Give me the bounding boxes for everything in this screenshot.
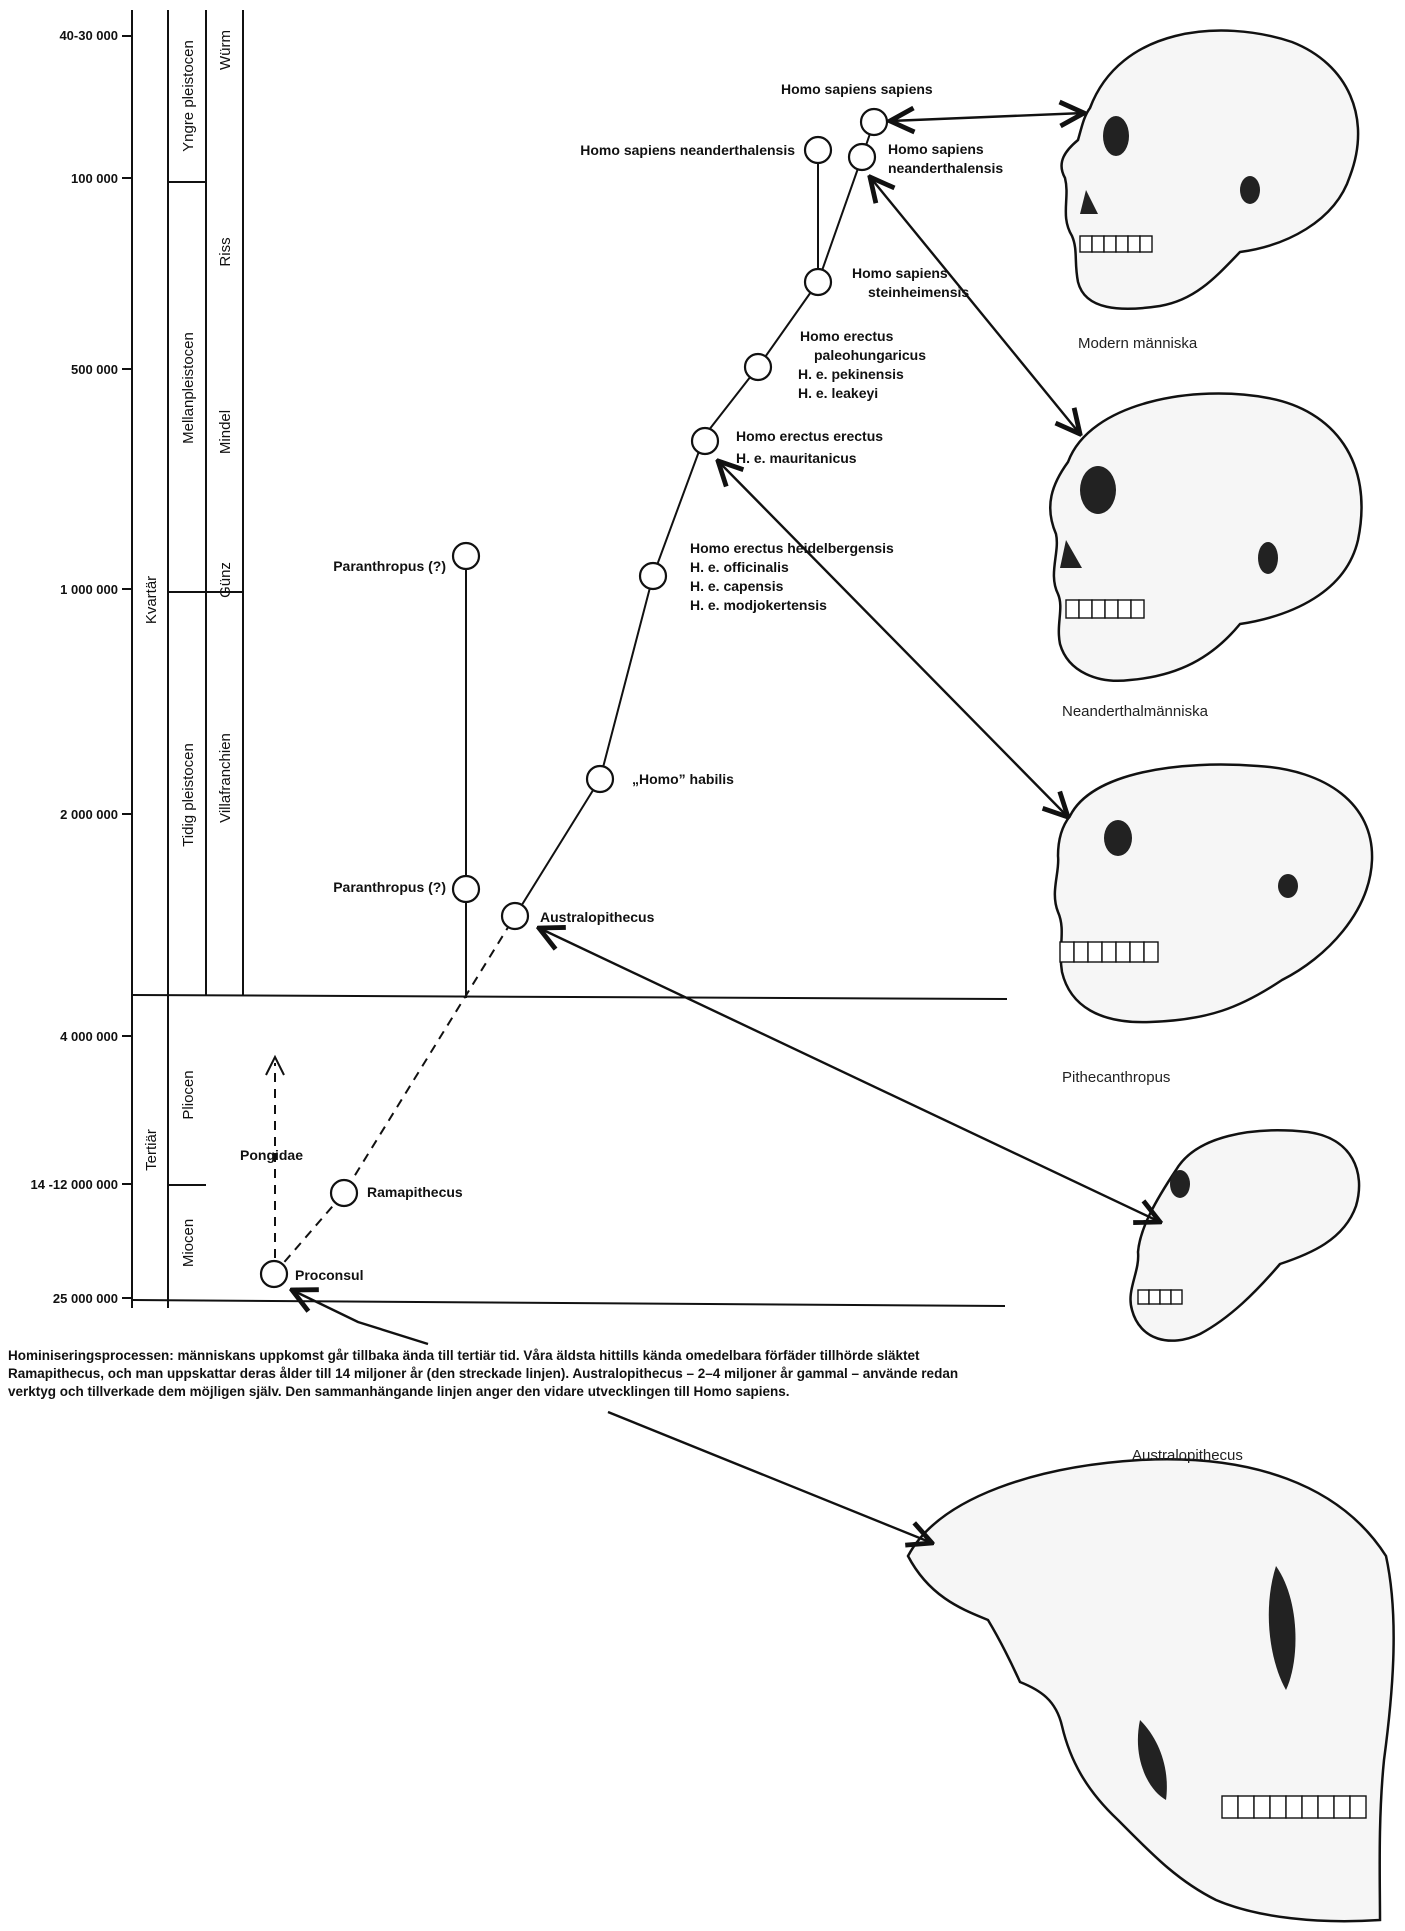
arrow-neanderthal xyxy=(870,177,1080,434)
connector-arrows xyxy=(292,113,1160,1543)
teeth xyxy=(1066,600,1144,618)
tick-label: 25 000 000 xyxy=(53,1291,118,1306)
timescale-names: Kvartär Tertiär Yngre pleistocen Mellanp… xyxy=(143,30,234,1267)
stage-gunz: Günz xyxy=(217,562,234,598)
figure-caption: Hominiseringsprocessen: människans uppko… xyxy=(8,1347,1008,1401)
tick-label: 14 -12 000 000 xyxy=(31,1177,118,1192)
node-australopithecus xyxy=(502,903,528,929)
lineage-nodes xyxy=(261,109,887,1287)
epoch-mellanpleistocen: Mellanpleistocen xyxy=(180,332,197,444)
label-neanderthalmanniska: Neanderthalmänniska xyxy=(1062,703,1209,720)
teeth xyxy=(1138,1290,1182,1304)
node-erectus-erectus xyxy=(692,428,718,454)
label-heidelbergensis-4: H. e. modjokertensis xyxy=(690,597,827,613)
timescale-columns xyxy=(132,10,1007,1308)
stage-villafranchien: Villafranchien xyxy=(217,733,234,823)
label-australopithecus-skull: Australopithecus xyxy=(1132,1447,1243,1464)
quaternary-boundary xyxy=(132,995,1007,999)
label-steinheimensis-2: steinheimensis xyxy=(868,284,969,300)
label-neanderthalensis-right-1: Homo sapiens xyxy=(888,141,984,157)
label-modern-manniska: Modern människa xyxy=(1078,335,1198,352)
teeth xyxy=(1060,942,1158,962)
node-homo-habilis xyxy=(587,766,613,792)
node-ramapithecus xyxy=(331,1180,357,1206)
dashed-ancestry-line xyxy=(274,916,515,1274)
label-heidelbergensis-1: Homo erectus heidelbergensis xyxy=(690,540,894,556)
skull-australopithecus-large xyxy=(908,1459,1394,1921)
epoch-yngre-pleistocen: Yngre pleistocen xyxy=(180,40,197,152)
lineage-lines xyxy=(266,122,874,1274)
tick-label: 500 000 xyxy=(71,362,118,377)
label-paranthropus-upper: Paranthropus (?) xyxy=(333,558,446,574)
label-heidelbergensis-3: H. e. capensis xyxy=(690,578,784,594)
label-proconsul: Proconsul xyxy=(295,1267,363,1283)
label-paranthropus-lower: Paranthropus (?) xyxy=(333,879,446,895)
arrow-modern xyxy=(890,113,1084,121)
label-erectus-erectus-1: Homo erectus erectus xyxy=(736,428,883,444)
teeth xyxy=(1222,1796,1366,1818)
epoch-miocen: Miocen xyxy=(180,1219,197,1267)
skull-modern xyxy=(1062,31,1359,309)
label-neanderthalensis-right-2: neanderthalensis xyxy=(888,160,1003,176)
node-paranthropus-upper xyxy=(453,543,479,569)
label-paleohungaricus-4: H. e. leakeyi xyxy=(798,385,878,401)
tick-label: 4 000 000 xyxy=(60,1029,118,1044)
node-neanderthalensis-right xyxy=(849,144,875,170)
timescale-tick-labels: 40-30 000 100 000 500 000 1 000 000 2 00… xyxy=(31,28,118,1306)
stage-mindel: Mindel xyxy=(217,410,234,454)
label-paleohungaricus-1: Homo erectus xyxy=(800,328,894,344)
arrow-caption-skull xyxy=(608,1412,932,1543)
label-pongidae: Pongidae xyxy=(240,1147,303,1163)
label-homo-habilis: „Homo” habilis xyxy=(632,771,734,787)
node-erectus-heidelbergensis xyxy=(640,563,666,589)
base-line xyxy=(132,1300,1005,1306)
arrow-proconsul xyxy=(292,1290,428,1344)
node-homo-sapiens-sapiens xyxy=(861,109,887,135)
epoch-pliocen: Pliocen xyxy=(180,1070,197,1119)
epoch-tidig-pleistocen: Tidig pleistocen xyxy=(180,743,197,847)
node-proconsul xyxy=(261,1261,287,1287)
tick-label: 40-30 000 xyxy=(59,28,118,43)
skull-pithecanthropus xyxy=(1055,765,1372,1023)
label-heidelbergensis-2: H. e. officinalis xyxy=(690,559,789,575)
label-ramapithecus: Ramapithecus xyxy=(367,1184,463,1200)
tick-label: 100 000 xyxy=(71,171,118,186)
timescale-ticks xyxy=(122,36,132,1298)
label-neanderthalensis-left: Homo sapiens neanderthalensis xyxy=(580,142,795,158)
stage-riss: Riss xyxy=(217,237,234,266)
node-steinheimensis xyxy=(805,269,831,295)
node-paranthropus-lower xyxy=(453,876,479,902)
tick-label: 2 000 000 xyxy=(60,807,118,822)
label-paleohungaricus-2: paleohungaricus xyxy=(814,347,926,363)
label-homo-sapiens-sapiens: Homo sapiens sapiens xyxy=(781,81,933,97)
label-pithecanthropus: Pithecanthropus xyxy=(1062,1069,1170,1086)
arrow-pithecanthropus xyxy=(718,461,1068,817)
skull-neanderthal xyxy=(1050,394,1361,681)
node-neanderthalensis-left xyxy=(805,137,831,163)
period-kvartar: Kvartär xyxy=(143,576,160,624)
stage-wurm: Würm xyxy=(217,30,234,70)
label-erectus-erectus-2: H. e. mauritanicus xyxy=(736,450,857,466)
main-lineage-line xyxy=(515,122,874,916)
node-erectus-paleohungaricus xyxy=(745,354,771,380)
teeth xyxy=(1080,236,1152,252)
label-paleohungaricus-3: H. e. pekinensis xyxy=(798,366,904,382)
skull-australopithecus-small xyxy=(1130,1130,1359,1340)
label-steinheimensis-1: Homo sapiens xyxy=(852,265,948,281)
tick-label: 1 000 000 xyxy=(60,582,118,597)
label-australopithecus: Australopithecus xyxy=(540,909,655,925)
period-tertiar: Tertiär xyxy=(143,1129,160,1171)
taxon-labels: Homo sapiens sapiens Homo sapiens neande… xyxy=(240,81,1003,1283)
